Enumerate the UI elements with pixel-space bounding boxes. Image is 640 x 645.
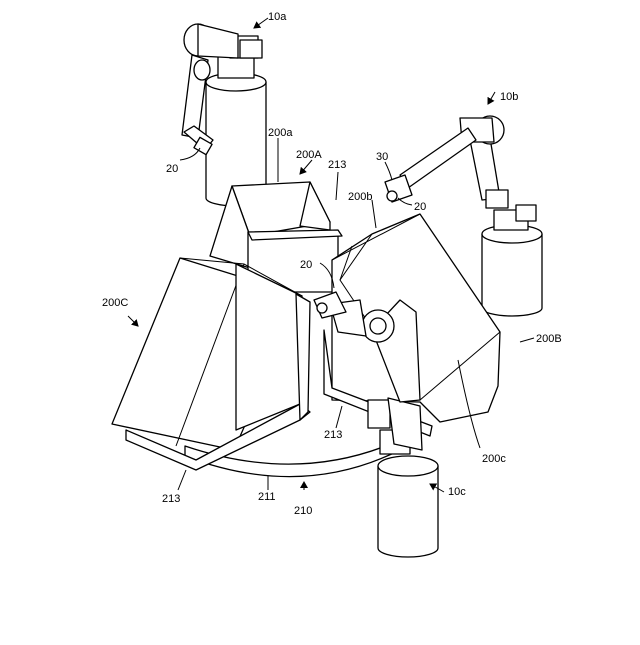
label-200B: 200B: [536, 333, 562, 345]
label-20-b: 20: [414, 201, 426, 213]
label-10b: 10b: [500, 91, 518, 103]
label-211: 211: [258, 491, 276, 503]
label-200c: 200c: [482, 453, 506, 465]
label-10a: 10a: [268, 11, 287, 23]
label-200A: 200A: [296, 149, 322, 161]
label-213-left: 213: [162, 493, 180, 505]
label-200b: 200b: [348, 191, 372, 203]
mount-200C: [112, 258, 310, 470]
label-30: 30: [376, 151, 388, 163]
label-213-top: 213: [328, 159, 346, 171]
label-20-a: 20: [166, 163, 178, 175]
robot-arm-10a: [182, 24, 266, 206]
label-210: 210: [294, 505, 312, 517]
label-10c: 10c: [448, 486, 466, 498]
label-20-c: 20: [300, 259, 312, 271]
label-200a: 200a: [268, 127, 293, 139]
label-200C: 200C: [102, 297, 128, 309]
label-213-front: 213: [324, 429, 342, 441]
